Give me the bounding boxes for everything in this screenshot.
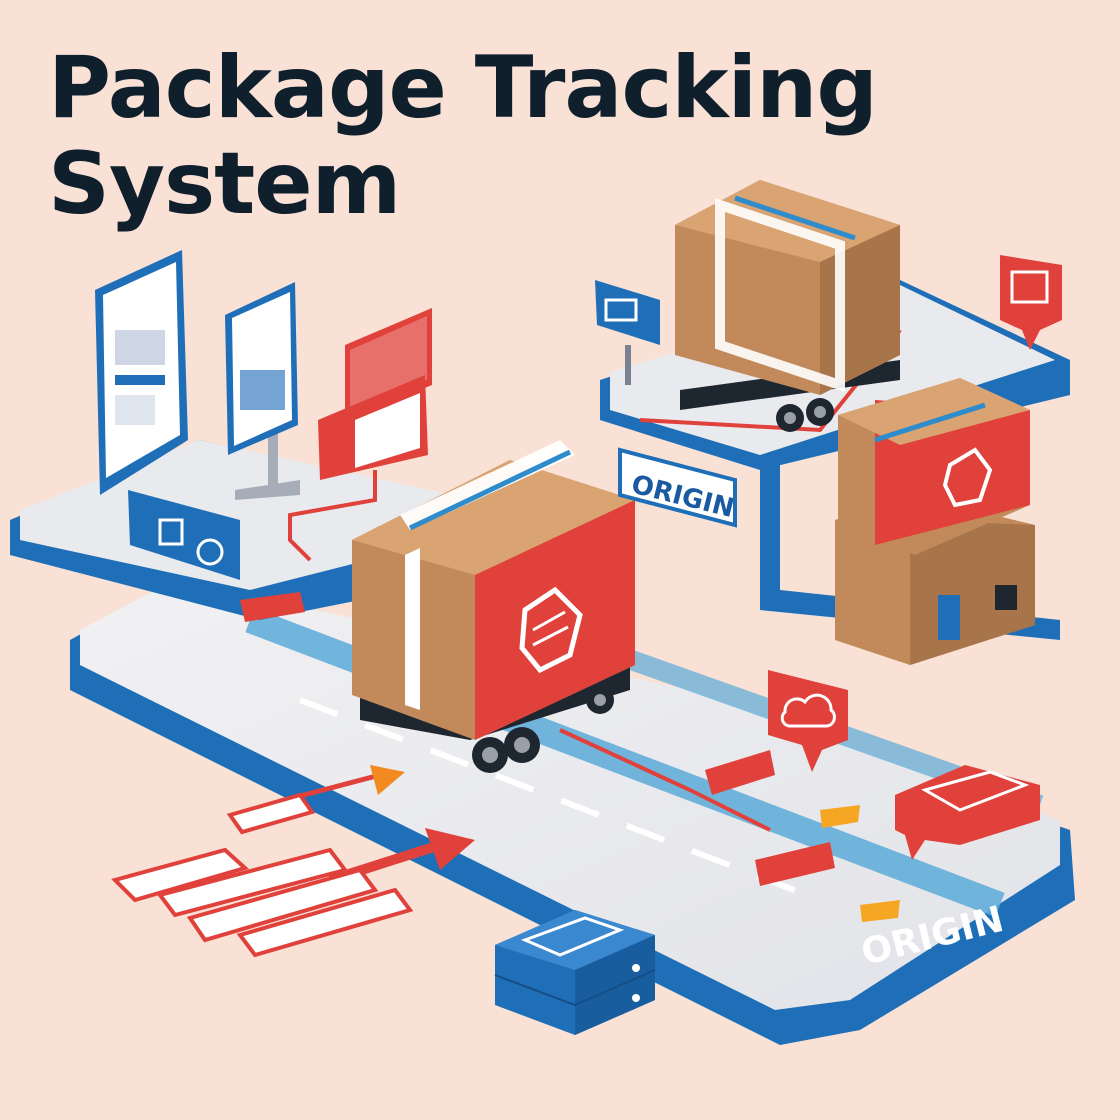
info-panel [318,308,432,480]
kiosk-screen-icon [225,282,300,500]
truck-main [352,440,635,773]
cloud-pin-icon [768,670,848,772]
truck-top [675,180,900,432]
title-line-2: System [48,134,401,234]
scanner-icon [128,490,240,580]
arrow-icon [284,765,475,885]
map-pin-icon-right [895,765,1040,860]
origin-sign-left: ORIGIN [618,447,737,528]
route-line [288,470,377,562]
page-title: Package Tracking System [48,40,1008,232]
main-platform [70,575,1075,1045]
smartphone-icon [95,250,188,495]
title-line-1: Package Tracking [48,38,878,138]
map-pin-icon [1000,255,1062,350]
document-stack [111,792,414,958]
route-tag [240,592,900,922]
truck-sign-icon [595,280,660,385]
server-icon [494,910,656,1035]
stacked-box-red [838,378,1030,555]
